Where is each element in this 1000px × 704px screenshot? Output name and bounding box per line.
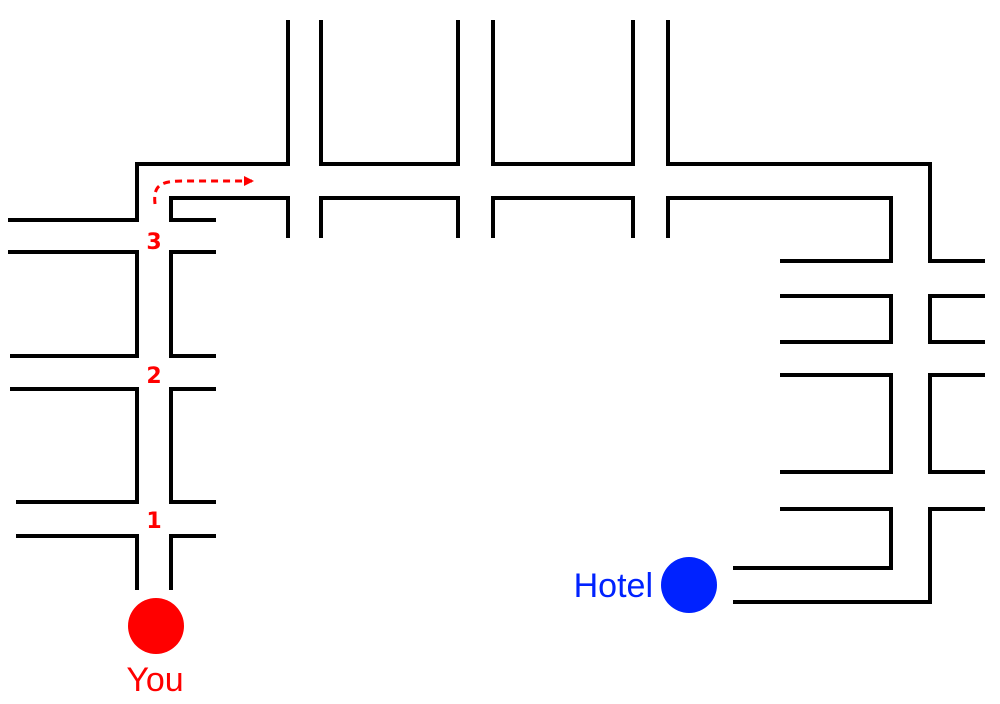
top-road-north-edge-block-2: [491, 20, 635, 166]
intersection-number-3: 3: [146, 230, 161, 255]
top-road-south-edge-block-3: [666, 196, 893, 263]
intersection-number-1: 1: [146, 509, 161, 534]
dashed-arrow-icon: [153, 176, 254, 205]
blue-dot-icon: [661, 557, 717, 613]
hotel-label: Hotel: [574, 567, 653, 605]
right-road-east-edge-block-1: [928, 294, 985, 344]
right-road-east-edge-block-3: [733, 507, 985, 604]
right-road-west-edge-block-2: [780, 373, 893, 474]
you-label: You: [126, 661, 183, 699]
left-road-west-edge: [8, 20, 290, 590]
right-road-west-edge-block-1: [780, 294, 893, 344]
red-dot-icon: [128, 598, 184, 654]
intersection-number-2: 2: [146, 364, 161, 389]
road-network: [8, 20, 985, 604]
top-road-south-edge-block-1: [319, 196, 460, 238]
top-road-south-edge-block-2: [491, 196, 635, 238]
left-road-east-edge: [169, 196, 290, 590]
top-road-north-edge-block-1: [319, 20, 460, 166]
top-road-north-edge-block-3: [666, 20, 985, 263]
right-road-east-edge-block-2: [928, 373, 985, 474]
right-road-west-edge-block-3: [733, 507, 893, 570]
